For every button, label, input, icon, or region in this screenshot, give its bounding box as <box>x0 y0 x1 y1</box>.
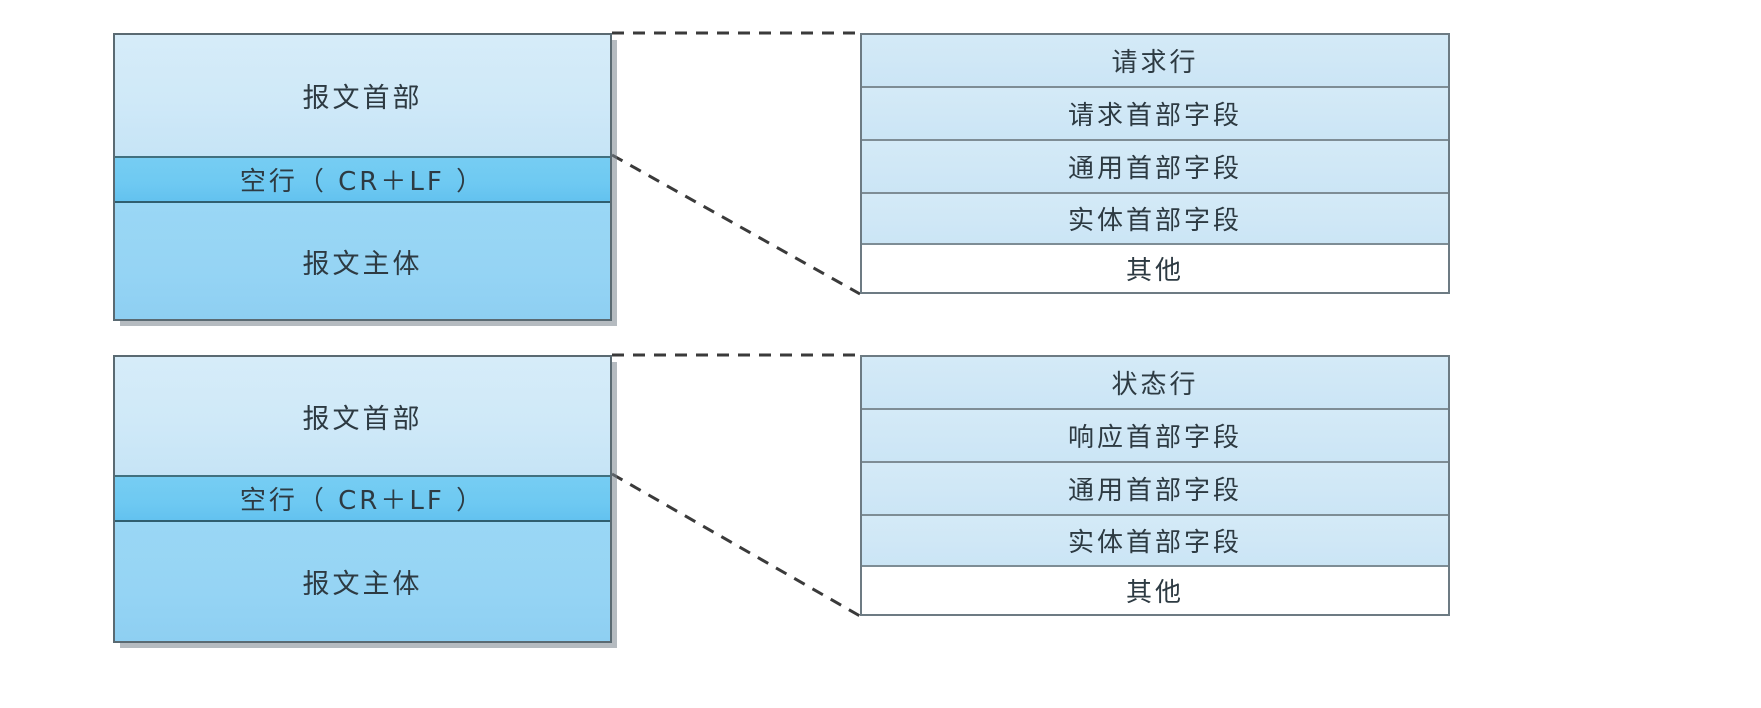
message-segment-header: 报文首部 <box>115 357 610 477</box>
message-segment-blank-line: 空行（ CR＋LF ） <box>115 477 610 522</box>
message-segment-body: 报文主体 <box>115 203 610 319</box>
field-row-other: 其他 <box>862 567 1448 614</box>
message-segment-blank-line-label: 空行（ CR＋LF ） <box>239 167 486 197</box>
field-row-general-header-fields: 通用首部字段 <box>862 463 1448 516</box>
field-row-request-line: 请求行 <box>862 35 1448 88</box>
field-row-general-header-fields: 通用首部字段 <box>862 141 1448 194</box>
field-row-entity-header-fields: 实体首部字段 <box>862 516 1448 567</box>
message-segment-body: 报文主体 <box>115 522 610 641</box>
message-segment-body-label: 报文主体 <box>302 569 423 600</box>
message-segment-body-label: 报文主体 <box>302 248 423 280</box>
field-row-other: 其他 <box>862 245 1448 292</box>
field-row-label: 状态行 <box>1111 370 1199 400</box>
message-segment-header-label: 报文首部 <box>302 403 423 435</box>
message-box-request: 报文首部 空行（ CR＋LF ） 报文主体 <box>113 33 612 321</box>
field-row-label: 通用首部字段 <box>1067 476 1242 506</box>
field-row-label: 实体首部字段 <box>1067 528 1242 558</box>
field-row-label: 响应首部字段 <box>1067 423 1242 453</box>
connector-request-diagonal <box>611 153 861 296</box>
message-segment-header: 报文首部 <box>115 35 610 158</box>
field-row-status-line: 状态行 <box>862 357 1448 410</box>
field-row-label: 请求行 <box>1111 48 1199 78</box>
message-segment-header-label: 报文首部 <box>302 83 423 114</box>
field-row-request-header-fields: 请求首部字段 <box>862 88 1448 141</box>
field-row-label: 其他 <box>1125 578 1184 608</box>
connector-response-diagonal <box>611 472 861 618</box>
field-table-response: 状态行 响应首部字段 通用首部字段 实体首部字段 其他 <box>860 355 1450 616</box>
field-row-response-header-fields: 响应首部字段 <box>862 410 1448 463</box>
field-row-label: 实体首部字段 <box>1067 206 1242 236</box>
field-row-entity-header-fields: 实体首部字段 <box>862 194 1448 245</box>
message-box-response: 报文首部 空行（ CR＋LF ） 报文主体 <box>113 355 612 643</box>
field-row-label: 请求首部字段 <box>1067 101 1242 131</box>
message-segment-blank-line: 空行（ CR＋LF ） <box>115 158 610 203</box>
field-table-request: 请求行 请求首部字段 通用首部字段 实体首部字段 其他 <box>860 33 1450 294</box>
field-row-label: 通用首部字段 <box>1067 154 1242 184</box>
field-row-label: 其他 <box>1125 256 1184 286</box>
message-segment-blank-line-label: 空行（ CR＋LF ） <box>239 486 486 516</box>
